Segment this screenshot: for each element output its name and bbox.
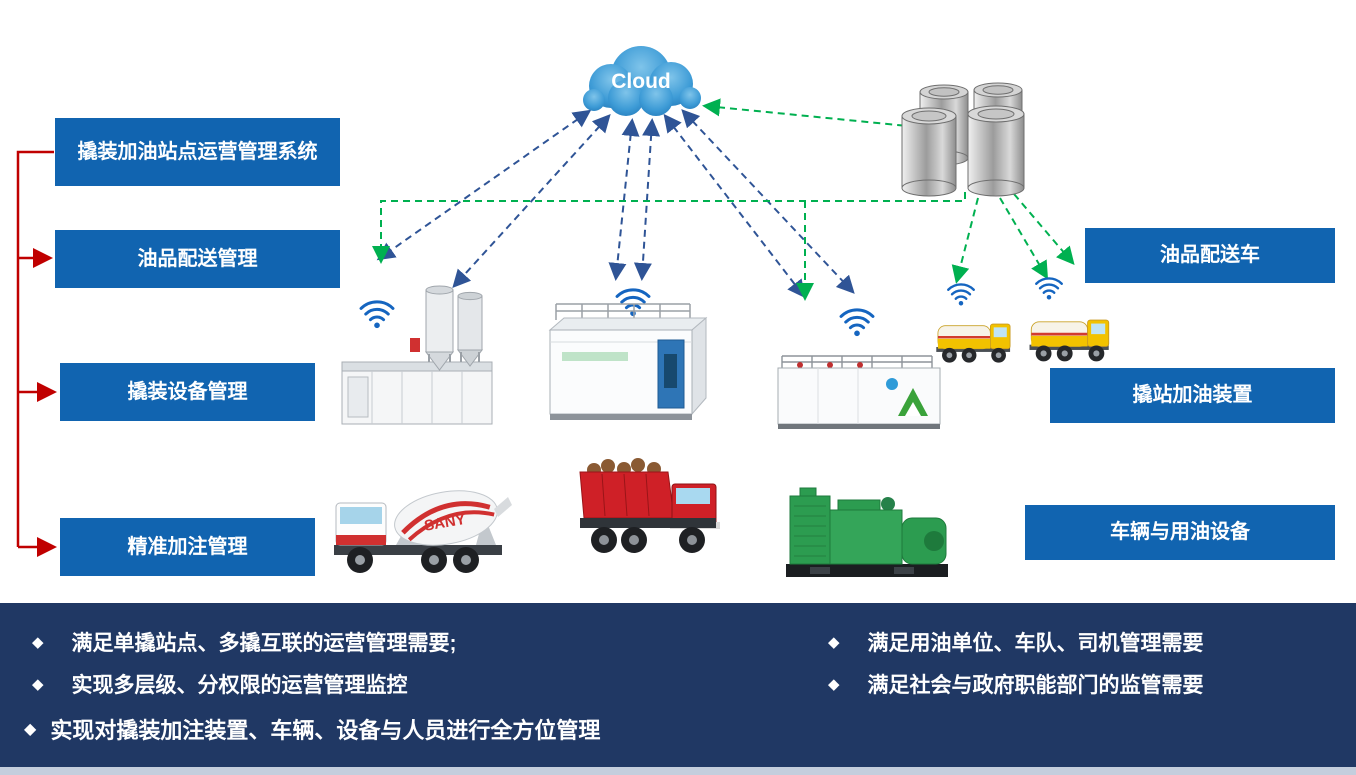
panel-oil-delivery-truck: 油品配送车 <box>1085 228 1335 283</box>
bullet-item: ◆ 实现多层级、分权限的运营管理监控 <box>32 669 408 699</box>
skid-station-image <box>341 285 493 425</box>
skid-tank-container-image <box>777 355 941 429</box>
tanker-truck-image <box>1026 300 1114 370</box>
panel-skid-equipment-management: 撬装设备管理 <box>60 363 315 421</box>
wifi-icon <box>1034 277 1064 301</box>
bullet-text: 满足用油单位、车队、司机管理需要 <box>867 632 1204 655</box>
panel-skid-fueling-device: 撬站加油装置 <box>1050 368 1335 423</box>
bullet-text: 满足单撬站点、多撬互联的运营管理需要; <box>71 632 457 655</box>
left-red-connector <box>16 150 57 557</box>
tank-front-left <box>901 107 957 197</box>
wifi-icon <box>838 308 876 338</box>
bullet-diamond-icon: ◆ <box>24 721 37 738</box>
bullet-text: 满足社会与政府职能部门的监管需要 <box>867 674 1204 697</box>
diesel-generator-image <box>786 487 948 577</box>
wifi-icon <box>946 283 976 307</box>
bullet-diamond-icon: ◆ <box>32 676 44 693</box>
mixer-truck-image: SANY <box>334 490 512 573</box>
panel-system-title: 撬装加油站点运营管理系统 <box>55 118 340 186</box>
fueling-container-image <box>548 303 708 420</box>
footer-banner: ◆ 满足单撬站点、多撬互联的运营管理需要; ◆ 实现多层级、分权限的运营管理监控… <box>0 603 1356 767</box>
panel-oil-delivery-management: 油品配送管理 <box>55 230 340 288</box>
oil-storage-tanks <box>901 82 1025 197</box>
tanker-truck-image <box>933 306 1015 370</box>
bullet-item: ◆ 满足单撬站点、多撬互联的运营管理需要; <box>32 627 457 657</box>
panel-precise-fueling-management: 精准加注管理 <box>60 518 315 576</box>
bottom-edge-strip <box>0 767 1356 775</box>
cloud-links-blue-arrows <box>376 109 855 299</box>
dump-truck-image <box>579 458 720 553</box>
bullet-diamond-icon: ◆ <box>828 634 840 651</box>
panel-vehicles-oil-equipment: 车辆与用油设备 <box>1025 505 1335 560</box>
tank-front-right <box>967 105 1025 197</box>
bullet-item: ◆ 满足用油单位、车队、司机管理需要 <box>828 627 1204 657</box>
bullet-diamond-icon: ◆ <box>828 676 840 693</box>
bullet-text: 实现多层级、分权限的运营管理监控 <box>71 674 408 697</box>
bullet-item: ◆ 满足社会与政府职能部门的监管需要 <box>828 669 1204 699</box>
bullet-item: ◆ 实现对撬装加注装置、车辆、设备与人员进行全方位管理 <box>24 713 600 745</box>
bullet-text: 实现对撬装加注装置、车辆、设备与人员进行全方位管理 <box>50 718 601 743</box>
cloud-label: Cloud <box>611 70 670 93</box>
mixer-brand-text: SANY <box>423 511 467 535</box>
cloud-icon: Cloud <box>583 46 701 116</box>
bullet-diamond-icon: ◆ <box>32 634 44 651</box>
